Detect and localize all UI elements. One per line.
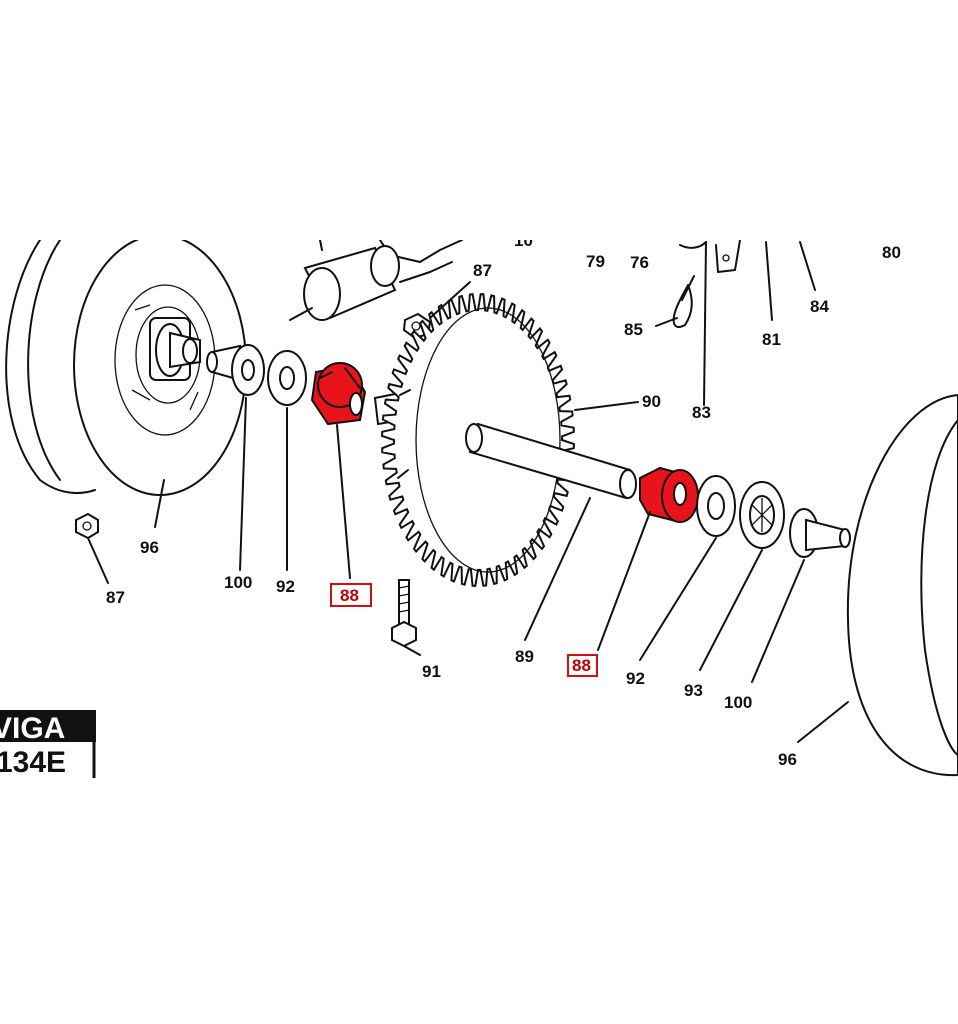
motor-housing bbox=[289, 240, 463, 321]
label-80: 80 bbox=[882, 243, 901, 262]
right-spacer-100 bbox=[789, 508, 851, 558]
highlight-box-88-left bbox=[330, 583, 372, 607]
label-76: 76 bbox=[630, 253, 649, 272]
left-bearing-88 bbox=[310, 362, 367, 426]
part-labels: 10 79 76 80 87 84 85 81 90 83 96 100 92 … bbox=[106, 231, 901, 769]
left-spacer-100 bbox=[206, 344, 265, 396]
label-100-left: 100 bbox=[224, 573, 252, 592]
bolt-91 bbox=[391, 579, 417, 648]
label-100-right: 100 bbox=[724, 693, 752, 712]
label-79: 79 bbox=[586, 252, 605, 271]
label-84: 84 bbox=[810, 297, 829, 316]
right-washer-92 bbox=[696, 475, 736, 537]
label-87-top: 87 bbox=[473, 261, 492, 280]
label-10-partial: 10 bbox=[514, 231, 533, 250]
left-washer-92 bbox=[267, 350, 307, 406]
leader-lines bbox=[87, 241, 849, 743]
label-88-left: 88 bbox=[340, 586, 359, 605]
label-89: 89 bbox=[515, 647, 534, 666]
axle-shaft-89 bbox=[465, 422, 637, 500]
label-85: 85 bbox=[624, 320, 643, 339]
right-bearing-88 bbox=[639, 466, 699, 524]
right-wheel bbox=[846, 393, 958, 777]
logo-line2: 134E bbox=[0, 746, 66, 779]
needle-bearing-93 bbox=[739, 481, 785, 549]
label-92-right: 92 bbox=[626, 669, 645, 688]
highlight-box-88-right bbox=[567, 654, 598, 677]
label-93: 93 bbox=[684, 681, 703, 700]
label-90: 90 bbox=[642, 392, 661, 411]
label-96-left: 96 bbox=[140, 538, 159, 557]
label-83: 83 bbox=[692, 403, 711, 422]
linkage-parts bbox=[672, 240, 741, 406]
logo-line1: VIGA bbox=[0, 712, 65, 745]
brand-logo: VIGA 134E bbox=[0, 710, 96, 779]
label-91: 91 bbox=[422, 662, 441, 681]
nut-87-bottom bbox=[75, 512, 99, 540]
label-88-right: 88 bbox=[572, 656, 591, 675]
label-87-bottom: 87 bbox=[106, 588, 125, 607]
label-92-left: 92 bbox=[276, 577, 295, 596]
label-96-right: 96 bbox=[778, 750, 797, 769]
label-81: 81 bbox=[762, 330, 781, 349]
